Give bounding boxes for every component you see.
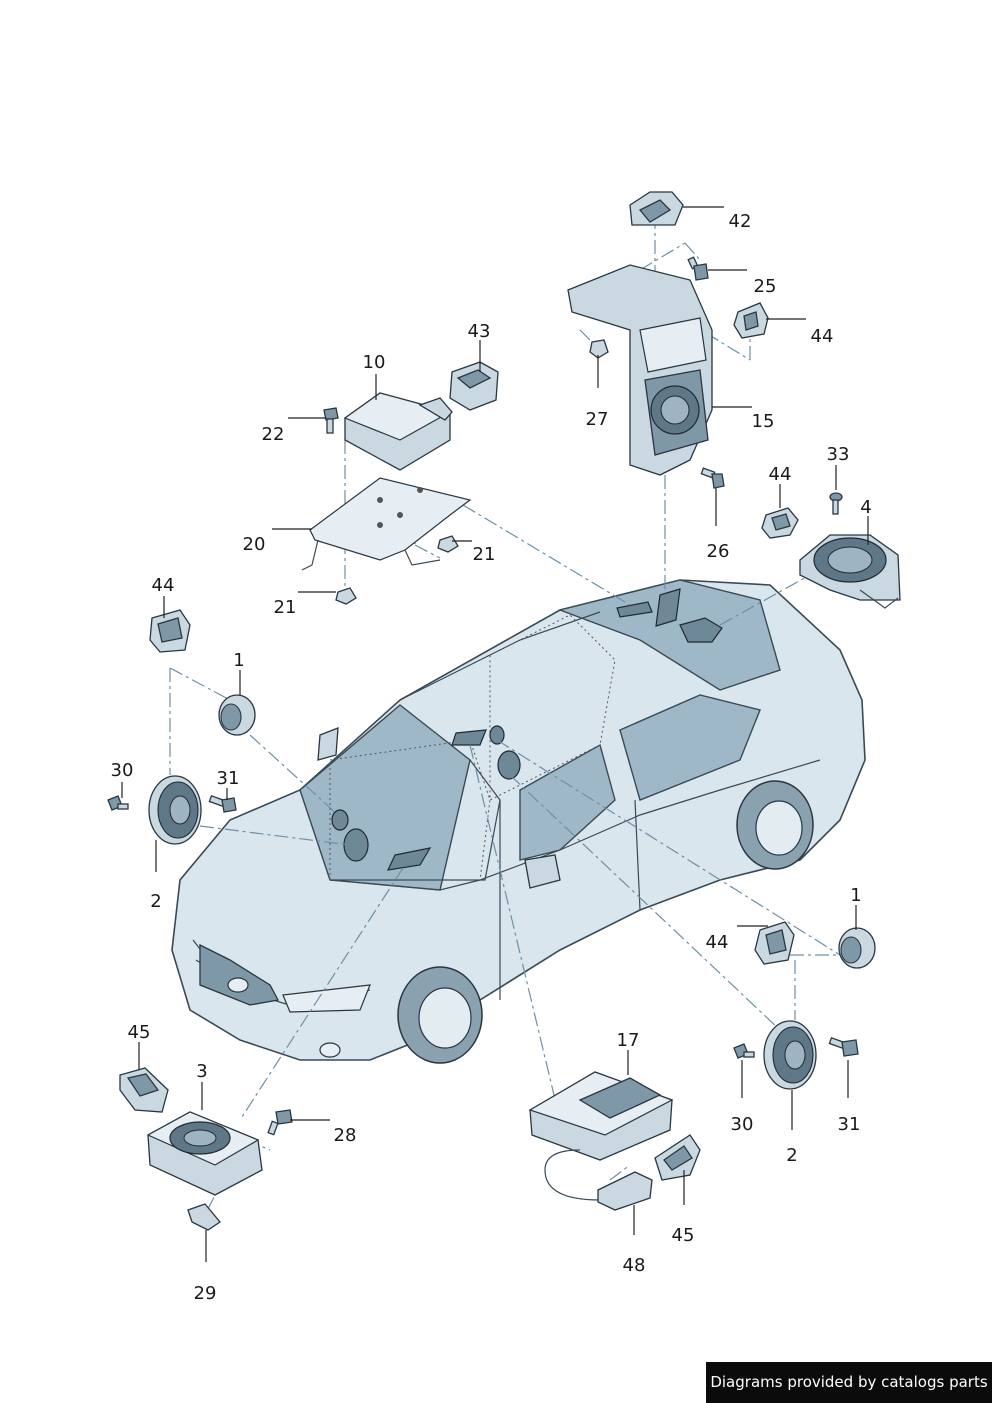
label-29: 29 [194, 1283, 217, 1304]
label-1: 1 [233, 650, 244, 671]
label-22: 22 [262, 424, 285, 445]
label-17: 17 [617, 1030, 640, 1051]
part-45-connector-right [654, 1134, 701, 1181]
label-30: 30 [731, 1114, 754, 1135]
marker-subwoofer [386, 847, 432, 871]
part-22-screw [323, 407, 339, 434]
part-25-screw [687, 256, 709, 281]
marker-control-unit [616, 601, 653, 618]
part-30-screw-left [107, 795, 129, 811]
label-48: 48 [623, 1255, 646, 1276]
marker-amplifier [451, 729, 487, 746]
part-45-connector-left [119, 1067, 169, 1113]
part-20-bracket [301, 477, 472, 571]
part-28-screw [267, 1109, 293, 1136]
part-48-connector [597, 1171, 653, 1211]
leader-lines [121, 206, 869, 1262]
part-1-tweeter-right [838, 927, 876, 969]
label-31: 31 [838, 1114, 861, 1135]
part-21-nut-a [437, 535, 459, 553]
marker-rear-speaker-box [655, 588, 681, 627]
part-2-speaker-right [763, 1020, 817, 1090]
label-1: 1 [850, 885, 861, 906]
car-illustration [171, 579, 866, 1064]
label-44: 44 [706, 932, 729, 953]
label-3: 3 [196, 1061, 207, 1082]
label-25: 25 [754, 276, 777, 297]
part-44-connector-a [733, 302, 769, 339]
marker-front-right-speaker [497, 750, 521, 780]
part-21-nut-b [335, 587, 357, 605]
label-28: 28 [334, 1125, 357, 1146]
fog-light [319, 1042, 341, 1058]
marker-front-left-tweeter [331, 809, 349, 831]
part-31-screw-right [828, 1036, 859, 1057]
left-mirror [317, 727, 339, 761]
part-31-screw-left [208, 794, 237, 813]
label-42: 42 [729, 211, 752, 232]
label-15: 15 [752, 411, 775, 432]
right-mirror [524, 854, 561, 889]
part-43-connector [449, 361, 499, 411]
rear-wheel [736, 780, 814, 870]
part-26-screw [700, 467, 725, 489]
label-45: 45 [672, 1225, 695, 1246]
label-10: 10 [363, 352, 386, 373]
part-30-screw-right [733, 1043, 755, 1059]
label-44: 44 [811, 326, 834, 347]
part-27-nut [589, 339, 609, 359]
label-45: 45 [128, 1022, 151, 1043]
marker-front-right-tweeter [489, 725, 505, 745]
label-33: 33 [827, 444, 850, 465]
marker-front-left-speaker [343, 828, 369, 862]
part-4-speaker [799, 534, 901, 609]
label-4: 4 [860, 497, 871, 518]
label-21: 21 [473, 544, 496, 565]
part-42-bracket [629, 191, 684, 226]
marker-rear-speaker [679, 617, 723, 643]
label-44: 44 [769, 464, 792, 485]
part-33-screw [829, 492, 843, 515]
label-2: 2 [150, 891, 161, 912]
part-2-speaker-left [148, 775, 202, 845]
part-3-subwoofer [146, 1111, 263, 1196]
part-29-clip [187, 1203, 221, 1231]
label-21: 21 [274, 597, 297, 618]
front-wheel [397, 966, 483, 1064]
label-2: 2 [786, 1145, 797, 1166]
part-1-tweeter-left [218, 694, 256, 736]
label-44: 44 [152, 575, 175, 596]
label-43: 43 [468, 321, 491, 342]
label-31: 31 [217, 768, 240, 789]
part-10-amplifier [343, 392, 453, 471]
part-44-connector-d [754, 921, 795, 965]
footer-credit: Diagrams provided by catalogs parts [706, 1362, 992, 1403]
rear-window [557, 579, 781, 691]
part-17-control-module [528, 1071, 674, 1201]
logo-badge [227, 977, 249, 993]
rear-side-window [619, 694, 761, 801]
headlight [282, 984, 371, 1013]
label-30: 30 [111, 760, 134, 781]
part-44-connector-c [149, 609, 191, 653]
part-15-speaker-enclosure [567, 264, 713, 476]
label-27: 27 [586, 409, 609, 430]
label-26: 26 [707, 541, 730, 562]
part-44-connector-b [761, 507, 799, 539]
grille [199, 943, 279, 1006]
label-20: 20 [243, 534, 266, 555]
callout-labels: 42 25 44 15 27 43 10 22 20 21 21 26 44 3… [111, 211, 872, 1304]
front-side-window [519, 743, 616, 861]
